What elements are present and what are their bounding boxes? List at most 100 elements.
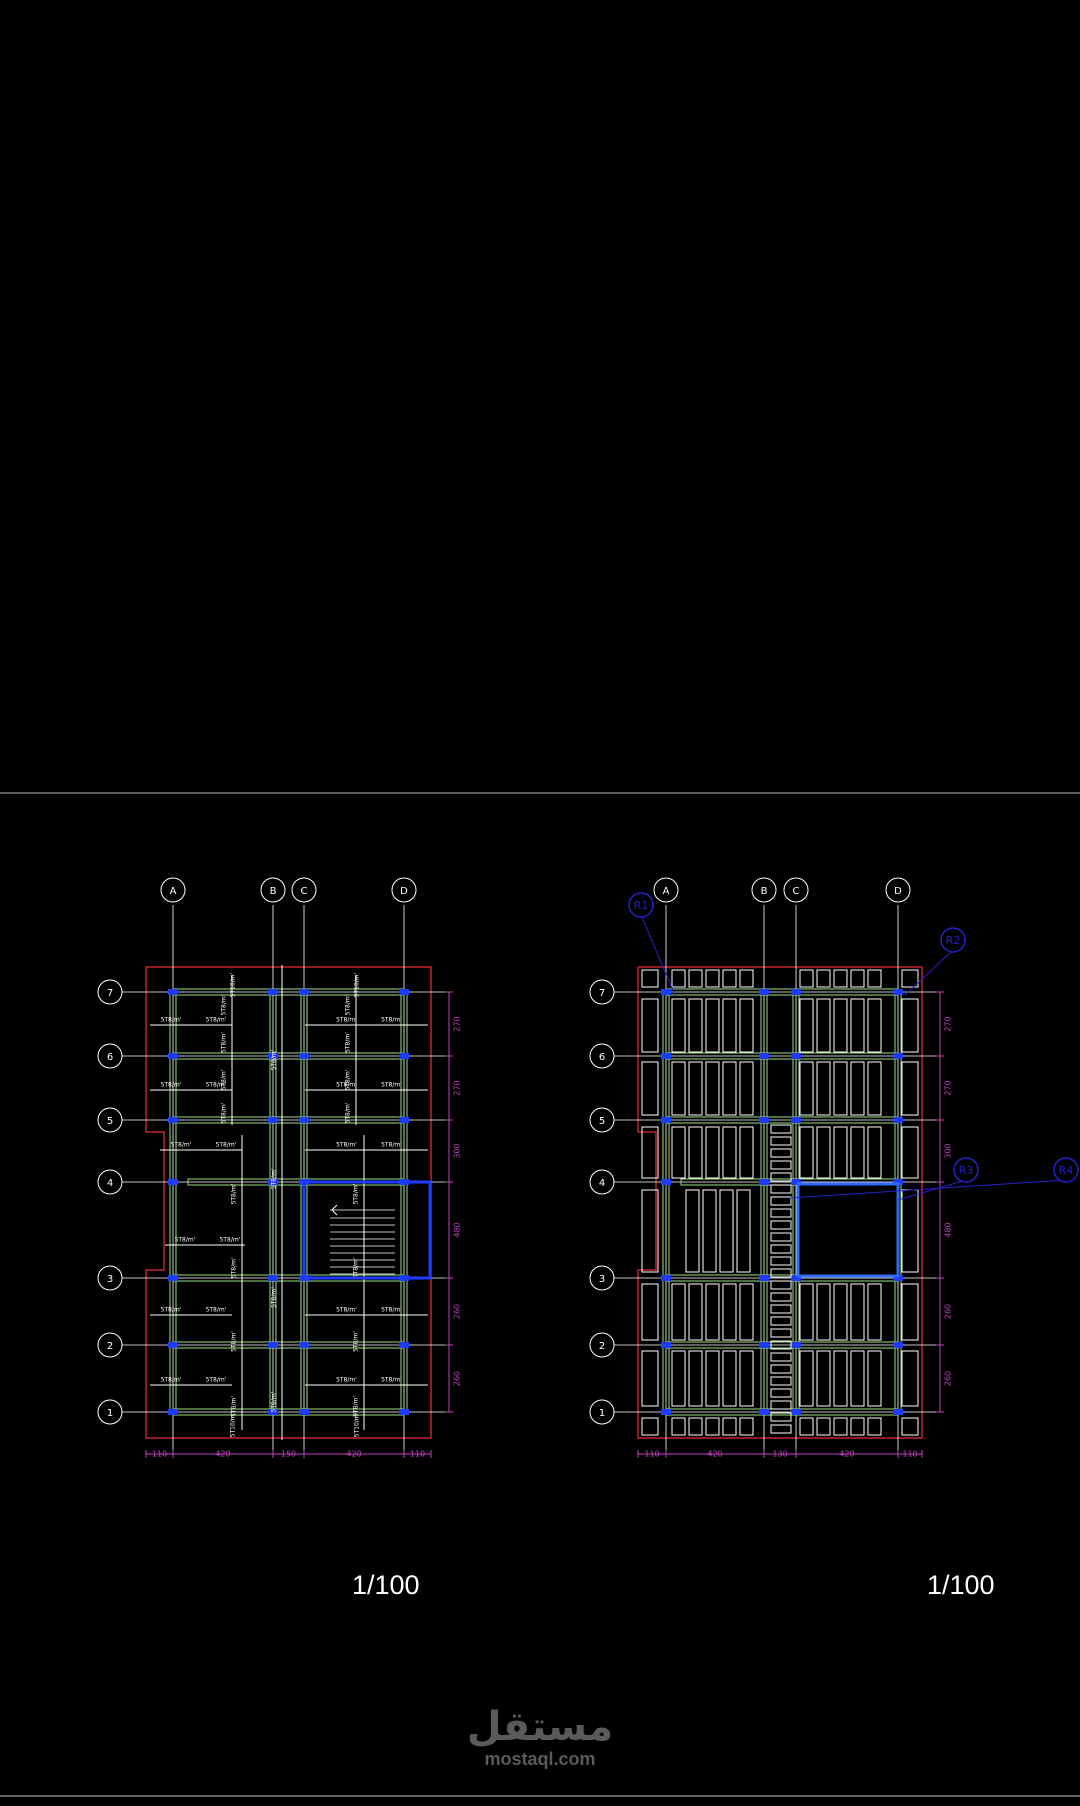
hollow-block <box>688 1417 703 1436</box>
hollow-block <box>641 1061 659 1116</box>
column <box>759 989 769 995</box>
column <box>661 1342 671 1348</box>
hollow-block-strip <box>770 1136 792 1146</box>
rebar-label: 5T8/m' <box>161 1377 182 1384</box>
column <box>399 1342 409 1348</box>
rebar-label: 5T8/m' <box>381 1017 402 1024</box>
dimension-text-bottom: 150 <box>281 1450 296 1459</box>
hollow-block <box>671 1350 686 1407</box>
column <box>268 1342 278 1348</box>
rebar-label-long: 5T10/m' <box>230 972 237 997</box>
hollow-block <box>705 969 720 988</box>
hollow-block-strip <box>770 1316 792 1326</box>
dimension-text-side: 260 <box>944 1371 953 1386</box>
hollow-block <box>816 1417 831 1436</box>
hollow-block <box>850 1417 865 1436</box>
rebar-label: 5T8/m' <box>221 1032 228 1053</box>
hollow-block <box>816 1350 831 1407</box>
dimension-text-bottom: 110 <box>152 1450 167 1459</box>
rebar-label: 5T8/m' <box>336 1307 357 1314</box>
rebar-label: 5T8/m' <box>345 1102 352 1123</box>
rebar-label: 5T8/m' <box>345 994 352 1015</box>
hollow-block <box>722 1350 737 1407</box>
rebar-label: 5T8/m' <box>271 1287 278 1308</box>
rib-tag <box>628 892 654 918</box>
hollow-block-strip <box>770 1232 792 1242</box>
dimension-text-side: 300 <box>453 1143 462 1158</box>
grid-bubble-col <box>783 877 809 903</box>
column <box>661 1179 671 1185</box>
hollow-block <box>671 1283 686 1341</box>
column <box>299 1053 309 1059</box>
rebar-label: 5T8/m' <box>381 1142 402 1149</box>
hollow-block <box>901 1350 919 1407</box>
column <box>399 1117 409 1123</box>
hollow-block <box>719 1189 734 1273</box>
hollow-block-strip <box>770 1400 792 1410</box>
dimension-text-bottom: 420 <box>346 1450 361 1459</box>
rebar-label: 5T8/m' <box>216 1142 237 1149</box>
column <box>168 1409 178 1415</box>
dimension-text-bottom: 110 <box>902 1450 917 1459</box>
rebar-label: 5T8/m' <box>231 1257 238 1278</box>
hollow-block <box>739 969 754 988</box>
column <box>399 1053 409 1059</box>
column <box>791 1117 801 1123</box>
hollow-block <box>833 1417 848 1436</box>
hollow-block-strip <box>770 1292 792 1302</box>
rebar-label: 5T8/m' <box>271 1391 278 1412</box>
column <box>893 1409 903 1415</box>
hollow-block <box>850 1350 865 1407</box>
rib-tag <box>1053 1157 1079 1183</box>
hollow-block <box>641 1189 659 1273</box>
column <box>791 989 801 995</box>
dimension-text-bottom: 420 <box>215 1450 230 1459</box>
rebar-label: 5T8/m' <box>381 1307 402 1314</box>
hollow-block-strip <box>770 1220 792 1230</box>
hollow-block <box>901 1417 919 1436</box>
column <box>893 989 903 995</box>
hollow-block-strip <box>770 1124 792 1134</box>
column <box>268 989 278 995</box>
hollow-block <box>901 998 919 1053</box>
hollow-block <box>867 1061 882 1116</box>
grid-bubble-row <box>589 979 615 1005</box>
column <box>759 1117 769 1123</box>
grid-bubble-col <box>391 877 417 903</box>
column <box>168 1053 178 1059</box>
rebar-label: 5T8/m' <box>175 1237 196 1244</box>
hollow-block-strip <box>770 1388 792 1398</box>
grid-label-row: 1 <box>107 1408 113 1419</box>
hollow-block-strip <box>770 1364 792 1374</box>
rib-tag-label: R3 <box>959 1164 974 1177</box>
column <box>893 1342 903 1348</box>
rebar-label: 5T8/m' <box>271 1168 278 1189</box>
hollow-block <box>799 1417 814 1436</box>
grid-bubble-row <box>97 979 123 1005</box>
hollow-block <box>799 969 814 988</box>
hollow-block-strip <box>770 1424 792 1434</box>
grid-bubble-row <box>97 1332 123 1358</box>
column <box>893 1179 903 1185</box>
column <box>661 1275 671 1281</box>
rebar-label: 5T8/m' <box>353 1396 360 1417</box>
hollow-block <box>816 1283 831 1341</box>
hollow-block <box>816 1126 831 1179</box>
rebar-label: 5T8/m' <box>231 1331 238 1352</box>
grid-label-col: A <box>170 886 177 897</box>
column <box>268 1179 278 1185</box>
hollow-block-strip <box>770 1304 792 1314</box>
grid-label-row: 3 <box>107 1274 113 1285</box>
column <box>791 1409 801 1415</box>
dimension-text-bottom: 130 <box>772 1450 787 1459</box>
rebar-label: 5T8/m' <box>336 1142 357 1149</box>
rebar-label: 5T8/m' <box>336 1017 357 1024</box>
dimension-text-bottom: 420 <box>707 1450 722 1459</box>
hollow-block <box>799 1061 814 1116</box>
rib-leader <box>897 1179 967 1201</box>
hollow-block-strip <box>770 1280 792 1290</box>
grid-bubble-row <box>97 1169 123 1195</box>
rib-leader <box>640 914 676 996</box>
